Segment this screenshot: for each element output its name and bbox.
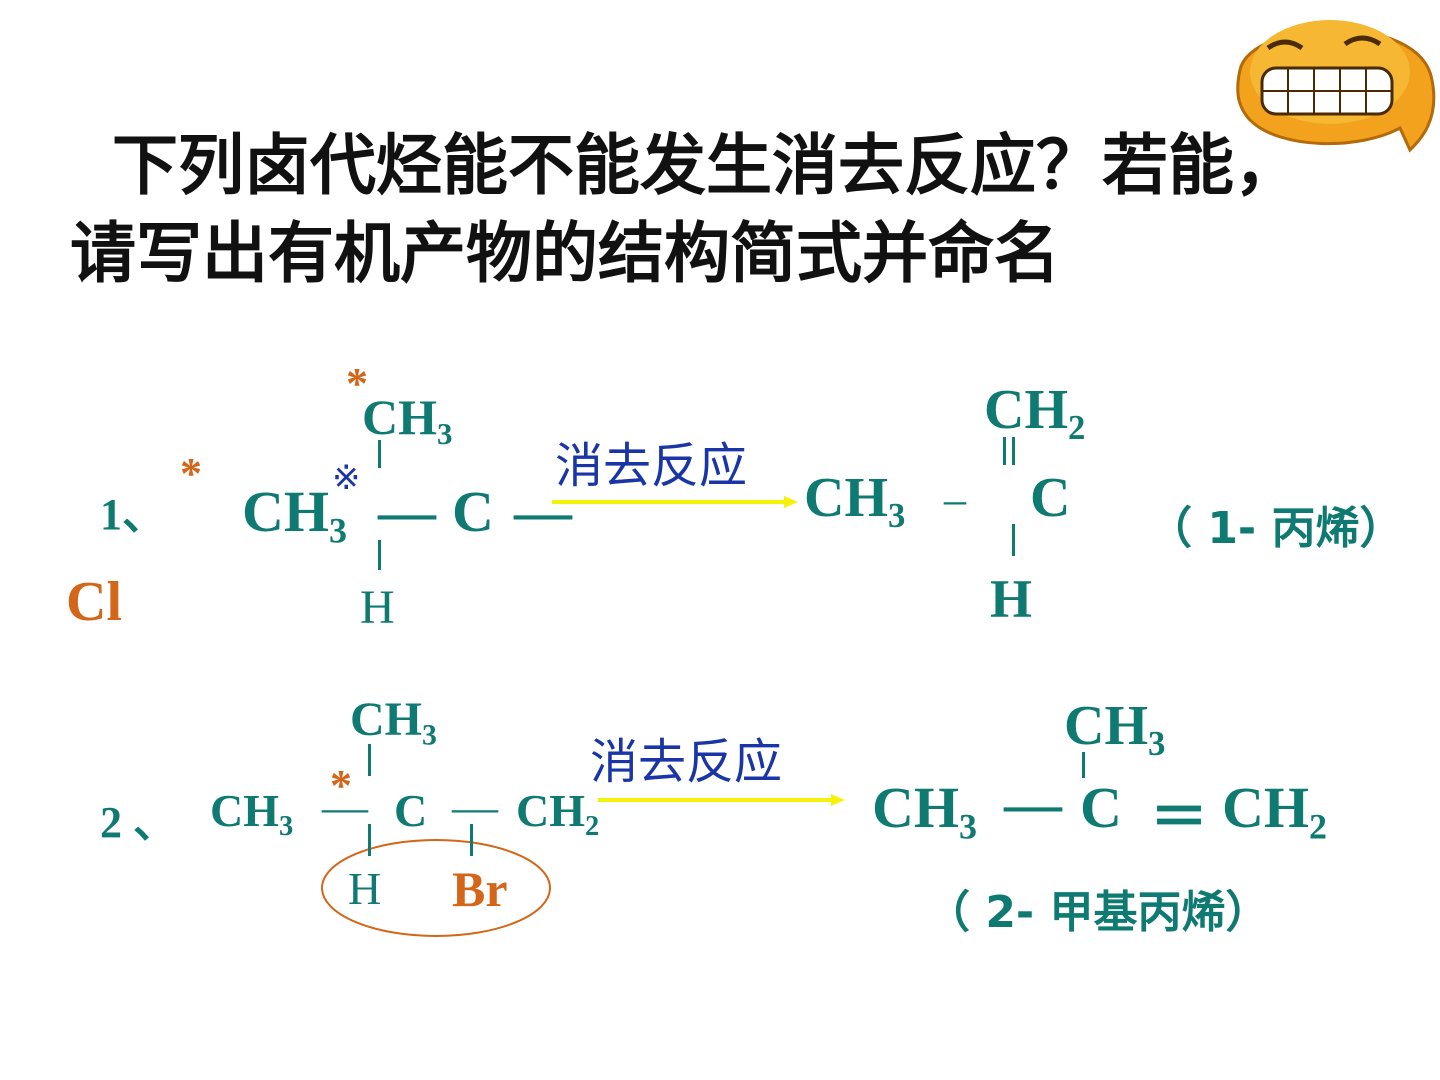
reaction1-condition: 消去反应 xyxy=(555,438,748,494)
product1-center-carbon: C xyxy=(1030,467,1071,529)
product2-top-group: CH3 xyxy=(1064,695,1166,764)
reaction1-bond-down xyxy=(378,540,381,570)
product2-left-group: CH3 xyxy=(872,775,977,847)
product1-left-group: CH3 xyxy=(804,467,906,536)
product2-bond-up xyxy=(1082,752,1085,778)
reaction2-bottom-h: H xyxy=(348,863,382,914)
reaction2-star-mark: * xyxy=(330,761,352,810)
reaction2-bond-down-h xyxy=(368,824,371,856)
reaction1-main-left: CH3 xyxy=(242,479,347,551)
reaction1-ref-mark: ※ xyxy=(332,458,361,498)
reaction1-halogen: Cl xyxy=(66,571,122,633)
reaction2-left-group: CH3 xyxy=(210,785,294,843)
title-line-1: 下列卤代烃能不能发生消去反应？若能， xyxy=(112,127,1300,204)
reaction2-right-group: CH2 xyxy=(516,785,600,843)
reaction2-number: 2 、 xyxy=(100,798,177,847)
reaction1-number: 1、 xyxy=(100,490,166,539)
reaction1-star-mark: * xyxy=(180,449,202,498)
reaction2-bond-down-br xyxy=(470,824,473,856)
reaction2-arrow xyxy=(598,794,845,806)
product2-double-bond: ＝ xyxy=(1150,785,1209,850)
reaction2-halogen: Br xyxy=(452,861,508,917)
reaction1-top-group: CH3 xyxy=(362,389,453,451)
reaction2-top-group: CH3 xyxy=(350,693,437,752)
product1-bottom-h: H xyxy=(990,569,1033,629)
reaction1-bond-right: — xyxy=(514,479,572,544)
product1-double-bond xyxy=(1003,437,1015,465)
reaction1-bond-up xyxy=(378,440,381,468)
reaction1-center-carbon: C xyxy=(452,479,494,544)
reaction1-bottom-h: H xyxy=(360,581,395,634)
reaction2-bond-up xyxy=(368,744,371,776)
reaction1-bond-left: — xyxy=(378,479,436,544)
grinning-face-icon xyxy=(1236,20,1436,153)
product1-name: （ 1- 丙烯） xyxy=(1148,503,1404,554)
product1-top-group: CH2 xyxy=(984,379,1086,448)
title-line-2: 请写出有机产物的结构简式并命名 xyxy=(70,215,1060,292)
h-br-highlight-ellipse xyxy=(321,839,551,937)
product1-bond: – xyxy=(944,475,966,524)
product1-bond-down xyxy=(1012,524,1015,556)
product2-right-group: CH2 xyxy=(1222,775,1327,847)
reaction2-center-carbon: C xyxy=(394,785,428,836)
product2-center-carbon: C xyxy=(1080,775,1122,840)
reaction2-bond-left: — xyxy=(322,781,368,832)
reaction2-bond-right: — xyxy=(452,781,498,832)
product2-bond: — xyxy=(1004,771,1062,836)
reaction1-top-star-mark: * xyxy=(346,359,368,408)
product2-name: （ 2- 甲基丙烯） xyxy=(926,887,1270,938)
reaction2-condition: 消去反应 xyxy=(590,734,783,790)
reaction1-arrow xyxy=(552,496,798,508)
